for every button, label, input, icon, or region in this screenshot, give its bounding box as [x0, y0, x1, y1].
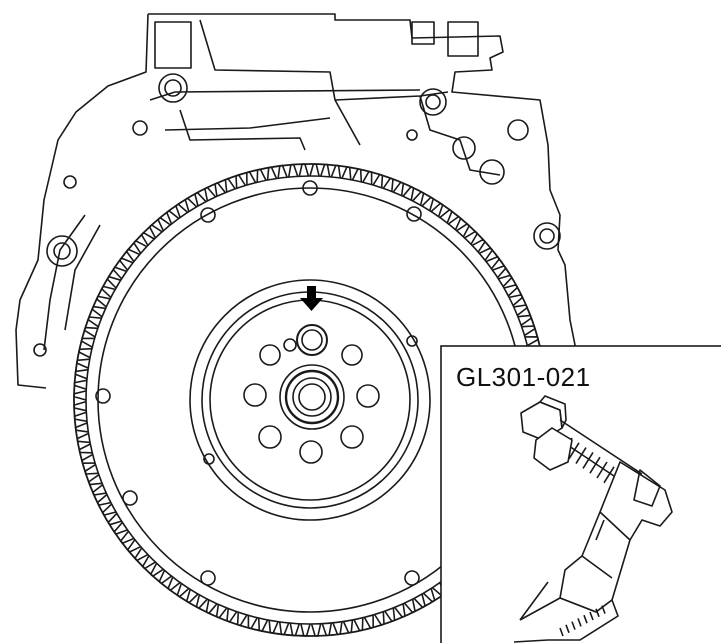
crank-bolt-hole	[299, 440, 323, 464]
crank-bolt-hole	[243, 383, 267, 407]
crank-bolt-hole	[340, 425, 364, 449]
flywheel-outer-hole	[95, 388, 111, 404]
bolt-hole-top-right-inner	[425, 94, 441, 110]
crank-pilot-bore	[298, 383, 326, 411]
small-hole	[63, 175, 77, 189]
crank-pilot-mid	[284, 369, 340, 425]
tool-bracket-edge	[581, 511, 631, 579]
crank-bolt-hole	[341, 344, 363, 366]
crank-pilot-outer	[279, 364, 345, 430]
bolt-hole-top-left	[158, 73, 188, 103]
crank-bolt-hole	[259, 344, 281, 366]
tool-inset	[440, 345, 721, 643]
flywheel-hub-hole	[203, 453, 215, 465]
flywheel-outer-hole	[302, 180, 318, 196]
flywheel-outer-hole	[200, 570, 216, 586]
engine-block-inner-edge	[179, 19, 501, 176]
special-tool-drawing	[513, 395, 673, 643]
bolt-hole-left-inner	[53, 242, 71, 260]
flywheel-outer-hole	[404, 570, 420, 586]
bolt-hole-right-2	[479, 159, 505, 185]
tool-foot	[513, 597, 619, 643]
crank-dowel	[283, 338, 297, 352]
block-port	[154, 21, 192, 69]
block-port	[447, 21, 479, 57]
crank-bolt-hole	[258, 425, 282, 449]
crank-bolt-hole-target-inner	[301, 329, 323, 351]
dowel-hole	[132, 120, 148, 136]
tool-part-number: GL301-021	[456, 362, 591, 392]
bolt-hole-right-3	[507, 119, 529, 141]
tool-foot-teeth	[559, 605, 606, 637]
block-port	[411, 21, 435, 45]
crank-bolt-hole-target	[296, 324, 328, 356]
crank-pilot-inner	[292, 377, 332, 417]
down-arrow-icon	[300, 286, 323, 311]
small-hole	[406, 129, 418, 141]
flywheel-clutch-ring	[189, 279, 431, 521]
foot-teeth-lines	[559, 605, 606, 637]
bolt-hole-right-1	[452, 136, 476, 160]
tool-bracket-nut	[633, 469, 661, 507]
engine-block-outline	[15, 13, 576, 389]
bolt-hole-top-left-inner	[164, 79, 182, 97]
tool-foot-edge	[519, 581, 549, 621]
bolt-hole-right-4-inner	[539, 228, 555, 244]
engine-block-rib-left	[43, 214, 101, 351]
bolt-hole-right-4	[533, 222, 561, 250]
flywheel-outer-hole	[406, 206, 422, 222]
bolt-hole-left	[46, 235, 78, 267]
engine-block-rib-top	[149, 89, 421, 131]
crank-bolt-hole	[356, 384, 380, 408]
small-hole	[33, 343, 47, 357]
tool-collar	[533, 427, 573, 471]
flywheel-outer-hole	[122, 490, 138, 506]
bolt-hole-top-right	[419, 88, 447, 116]
flywheel-outer-hole	[200, 207, 216, 223]
flywheel-hub-hole	[406, 335, 418, 347]
